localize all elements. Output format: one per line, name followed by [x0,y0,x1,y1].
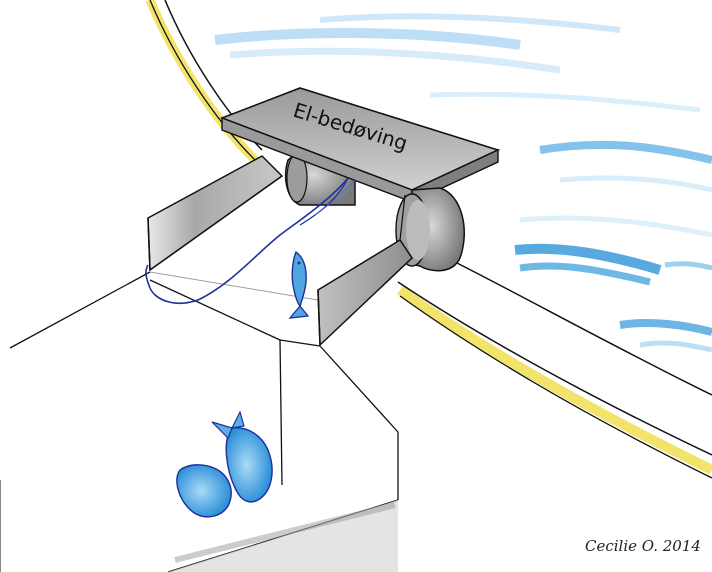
electrode-wire [145,177,356,304]
chute-right-wall [317,194,413,347]
fish-in-tub [176,410,273,518]
artist-signature: Cecilie O. 2014 [585,537,701,555]
fish-in-chute [288,250,310,319]
platform-lines [0,271,399,572]
receiving-tub [168,500,398,572]
water-area [214,13,712,353]
chute-left-wall [147,155,284,272]
